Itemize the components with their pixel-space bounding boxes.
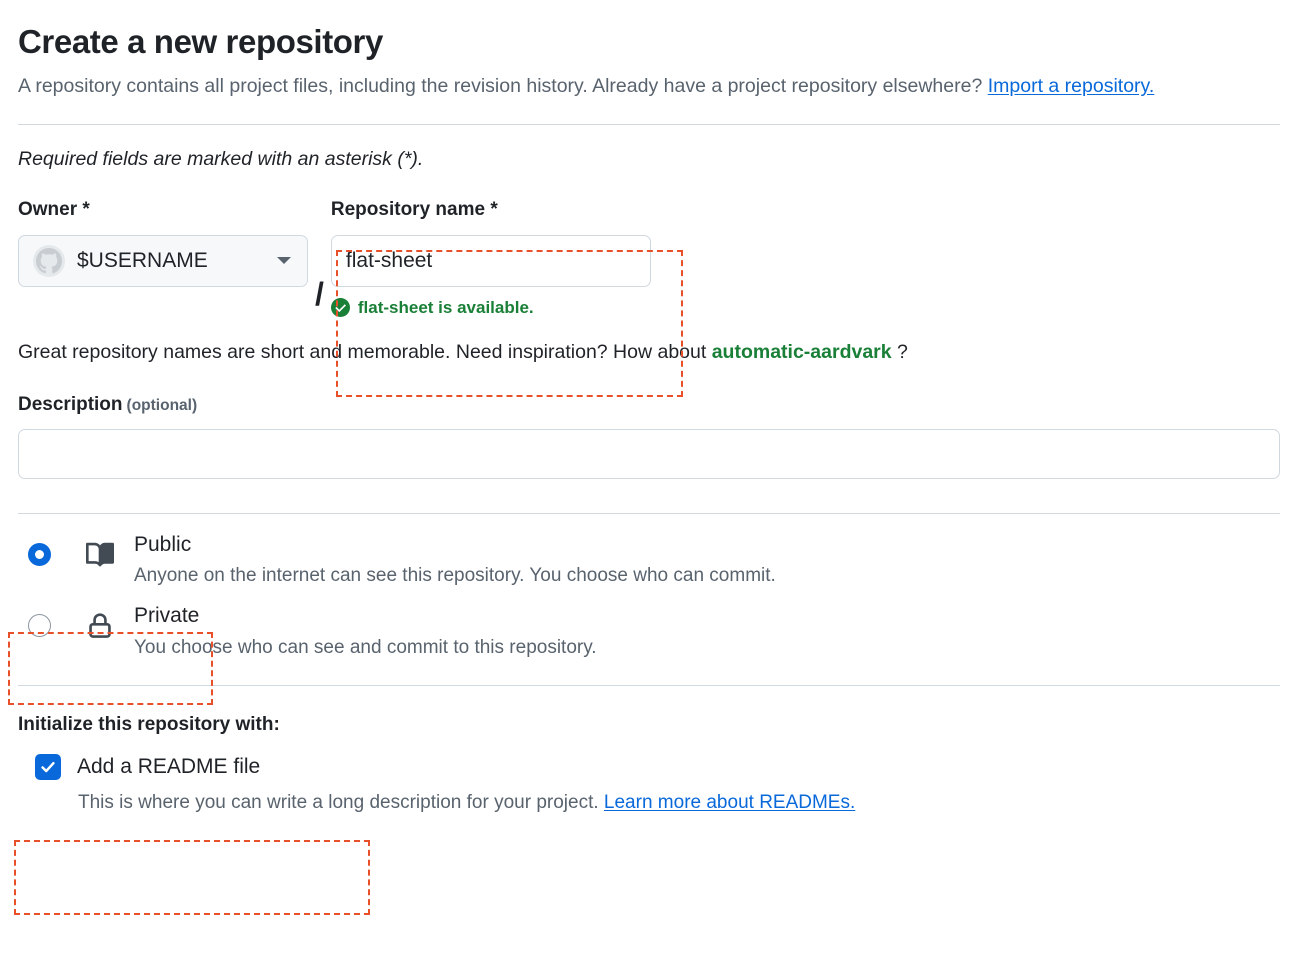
suggested-repository-name[interactable]: automatic-aardvark <box>711 340 892 363</box>
page-description-text: A repository contains all project files,… <box>18 75 983 98</box>
learn-more-readmes-link[interactable]: Learn more about READMEs. <box>603 792 856 814</box>
owner-label: Owner * <box>18 198 90 220</box>
initialize-readme-highlight-box <box>14 840 370 915</box>
readme-help-text: This is where you can write a long descr… <box>78 792 599 814</box>
visibility-option-private[interactable]: Private You choose who can see and commi… <box>18 603 1280 661</box>
check-circle-fill-icon <box>330 298 350 318</box>
add-readme-checkbox[interactable] <box>35 754 61 781</box>
inspiration-prefix: Great repository names are short and mem… <box>18 340 707 363</box>
owner-repo-separator: / <box>315 275 324 312</box>
description-label-text: Description <box>18 393 123 415</box>
availability-message: flat-sheet is available. <box>357 297 534 317</box>
chevron-down-icon <box>277 257 291 265</box>
private-option-title: Private <box>134 604 200 628</box>
name-inspiration-text: Great repository names are short and mem… <box>18 341 1280 364</box>
page-description: A repository contains all project files,… <box>18 72 1198 102</box>
public-radio-button[interactable] <box>28 542 51 566</box>
repository-name-field: Repository name * flat-sheet is availabl… <box>330 198 653 318</box>
divider-above-visibility <box>18 512 1280 514</box>
description-input[interactable] <box>18 428 1280 479</box>
owner-field: Owner * $USERNAME <box>18 199 308 287</box>
private-option-text: Private You choose who can see and commi… <box>134 603 597 661</box>
public-option-description: Anyone on the internet can see this repo… <box>134 564 776 586</box>
public-option-text: Public Anyone on the internet can see th… <box>134 532 776 590</box>
required-fields-note: Required fields are marked with an aster… <box>18 147 424 170</box>
owner-and-name-row: Owner * $USERNAME / Repository name * <box>18 199 1280 318</box>
add-readme-row[interactable]: Add a README file <box>18 754 1280 781</box>
visibility-options: Public Anyone on the internet can see th… <box>18 532 1280 662</box>
inspiration-suffix: ? <box>897 340 908 363</box>
owner-name-value: $USERNAME <box>77 248 208 272</box>
repository-name-input[interactable] <box>330 234 651 287</box>
import-repository-link[interactable]: Import a repository. <box>987 75 1155 98</box>
description-optional-tag: (optional) <box>126 396 198 414</box>
divider-above-initialize <box>18 685 1280 687</box>
owner-dropdown-button[interactable]: $USERNAME <box>18 234 308 287</box>
page-title: Create a new repository <box>18 23 383 60</box>
repo-book-icon <box>85 541 115 569</box>
private-option-description: You choose who can see and commit to thi… <box>134 636 597 658</box>
public-option-title: Public <box>134 532 192 556</box>
checkmark-icon <box>41 762 55 773</box>
repository-name-availability: flat-sheet is available. <box>330 297 653 318</box>
description-label: Description(optional) <box>18 394 1280 416</box>
initialize-section-title: Initialize this repository with: <box>18 714 280 736</box>
add-readme-label[interactable]: Add a README file <box>77 755 261 779</box>
private-radio-button[interactable] <box>28 614 51 638</box>
repository-name-label: Repository name * <box>330 198 498 220</box>
add-readme-help-text: This is where you can write a long descr… <box>78 790 1280 817</box>
visibility-option-public[interactable]: Public Anyone on the internet can see th… <box>18 532 1280 590</box>
lock-icon <box>85 612 115 640</box>
github-octocat-avatar-icon <box>33 244 65 277</box>
divider-top <box>18 123 1280 125</box>
